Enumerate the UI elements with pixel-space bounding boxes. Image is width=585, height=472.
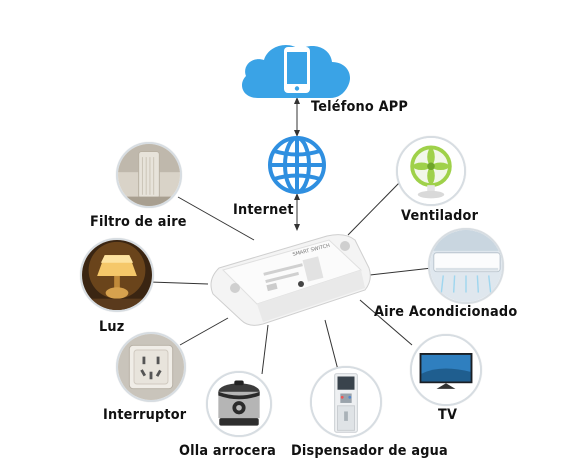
wall-socket-label: Interruptor	[103, 407, 187, 423]
water-dispenser-label: Dispensador de agua	[291, 443, 448, 459]
arrow-up-globe	[294, 193, 300, 200]
air-filter-icon	[118, 144, 180, 206]
air-conditioner-node	[428, 228, 504, 304]
wall-socket-node	[116, 332, 186, 402]
fan-label: Ventilador	[401, 208, 479, 224]
fan-node	[396, 136, 466, 206]
arrow-up-cloud	[294, 97, 300, 104]
globe-icon	[268, 136, 326, 194]
rice-cooker-node	[206, 371, 272, 437]
tv-icon	[412, 336, 480, 404]
connector-interruptor	[179, 317, 229, 346]
smart-switch-icon: SMART SWITCH	[210, 234, 371, 326]
air-filter-node	[116, 142, 182, 208]
connector-filtro	[177, 196, 255, 241]
water-dispenser-icon	[312, 368, 380, 436]
lamp-label: Luz	[99, 319, 125, 335]
arrow-down-globe	[294, 130, 300, 137]
internet-label: Internet	[233, 202, 294, 218]
cloud-label: Teléfono APP	[311, 99, 408, 115]
lamp-node	[80, 238, 154, 312]
tv-label: TV	[438, 407, 458, 423]
rice-cooker-icon	[208, 373, 270, 435]
water-dispenser-node	[310, 366, 382, 438]
cloud-icon	[242, 45, 351, 98]
connector-tv	[359, 299, 413, 346]
arrow-down-hub	[294, 224, 300, 231]
rice-cooker-label: Olla arrocera	[179, 443, 277, 459]
wall-socket-icon	[118, 334, 184, 400]
connector-aire	[369, 267, 433, 276]
air-conditioner-icon	[430, 230, 502, 302]
air-conditioner-label: Aire Acondicionado	[374, 304, 518, 320]
tv-node	[410, 334, 482, 406]
connector-dispensador	[324, 319, 339, 371]
connector-ventilador	[347, 181, 401, 236]
fan-icon	[398, 138, 464, 204]
air-filter-label: Filtro de aire	[90, 214, 187, 230]
connector-luz	[149, 281, 209, 285]
smartphone-icon	[284, 47, 310, 93]
lamp-icon	[82, 240, 152, 310]
connector-olla	[261, 324, 269, 375]
